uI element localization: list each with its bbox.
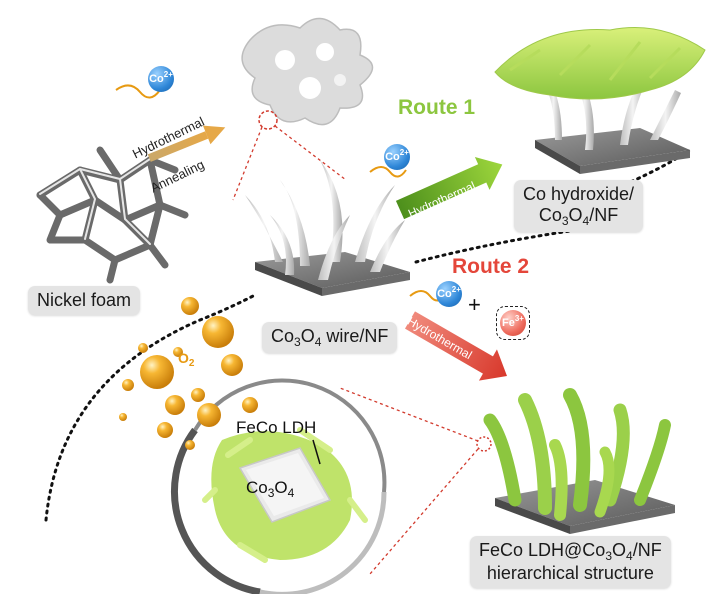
route1-arrow: [395, 156, 503, 220]
inset-fecoldh-label: FeCo LDH: [236, 418, 317, 437]
fecoldh-label: FeCo LDH@Co3O4/NF hierarchical structure: [470, 536, 671, 588]
o2-bubbles: [119, 297, 258, 450]
route1-title: Route 1: [398, 96, 476, 119]
nickel-foam-illustration: [36, 146, 189, 284]
co-hydroxide-illustration: [494, 27, 706, 174]
fe-ion-charge: 3+: [514, 314, 524, 323]
zoom-line-ldh-top: [339, 387, 479, 442]
co-hydroxide-nf: /NF: [589, 205, 619, 225]
o2-label: O2: [178, 350, 195, 369]
co-ion-top-base: Co: [149, 73, 164, 85]
co3o4-wire-illustration: [245, 160, 410, 296]
co3o4-wire-rest: wire/NF: [321, 326, 389, 346]
inset-circle: [171, 378, 387, 594]
zoom-line-left: [232, 126, 263, 201]
inset-sub3: 3: [267, 486, 275, 500]
co-ion-route1-base: Co: [385, 151, 400, 163]
magnify-circle-particle: [258, 110, 278, 130]
co-ion-route1: Co2+: [384, 144, 410, 170]
co-ion-route2-charge: 2+: [451, 285, 461, 294]
route2-title: Route 2: [452, 255, 530, 278]
fecoldh-nf: /NF: [632, 540, 662, 560]
co-ion-route1-charge: 2+: [399, 148, 409, 157]
co3o4-wire-o: O: [300, 326, 315, 346]
inset-co: Co: [246, 478, 268, 497]
route2-arrow: [405, 311, 507, 381]
magnify-circle-ldh: [476, 436, 492, 452]
fecoldh-o: O: [612, 540, 627, 560]
ion-tail-route1: [369, 166, 407, 178]
co-hydroxide-label: Co hydroxide/ Co3O4/NF: [514, 180, 644, 232]
fecoldh-line2: hierarchical structure: [486, 563, 654, 583]
nickel-foam-highlights: [39, 158, 151, 245]
inset-co3o4-label: Co3O4: [246, 478, 295, 500]
co3o4-wire-sub4: 4: [314, 335, 322, 349]
co3o4-wire-co: Co: [271, 326, 295, 346]
co-hydroxide-sub4: 4: [582, 214, 590, 228]
co-hydroxide-o: O: [568, 205, 583, 225]
zoom-line-right: [274, 125, 347, 181]
fe-ion-box: [496, 306, 530, 340]
co-ion-top: Co2+: [148, 66, 174, 92]
annealing-arrow: [147, 125, 226, 162]
co-hydroxide-line2: Co3O4/NF: [523, 205, 634, 228]
co3o4-wire-sub3: 3: [294, 335, 301, 349]
co-ion-top-charge: 2+: [163, 70, 173, 79]
inset-sub4: 4: [287, 486, 295, 500]
co-hydroxide-sub3: 3: [561, 214, 569, 228]
zoom-line-ldh-bottom: [369, 448, 479, 575]
fe-ion: Fe3+: [500, 310, 526, 336]
fecoldh-prefix: FeCo LDH@Co: [479, 540, 606, 560]
co-hydroxide-line1: Co hydroxide/: [523, 184, 635, 204]
ion-tail-top: [115, 84, 161, 99]
o2-base: O: [178, 350, 189, 366]
plus-sign: +: [468, 292, 481, 317]
fecoldh-illustration: [483, 388, 675, 534]
co-ion-route2: Co2+: [436, 281, 462, 307]
o2-sub: 2: [188, 358, 195, 369]
fecoldh-sub4: 4: [626, 549, 633, 563]
co-hydroxide-co: Co: [538, 205, 562, 225]
porous-particle-illustration: [241, 17, 374, 126]
fe-ion-base: Fe: [502, 317, 515, 329]
inset-o: O: [274, 478, 288, 497]
fecoldh-line1: FeCo LDH@Co3O4/NF: [479, 540, 662, 563]
co-ion-route2-base: Co: [437, 288, 452, 300]
nickel-foam-label: Nickel foam: [28, 286, 141, 315]
co3o4-wire-label: Co3O4 wire/NF: [262, 322, 398, 353]
fecoldh-sub3: 3: [605, 549, 612, 563]
